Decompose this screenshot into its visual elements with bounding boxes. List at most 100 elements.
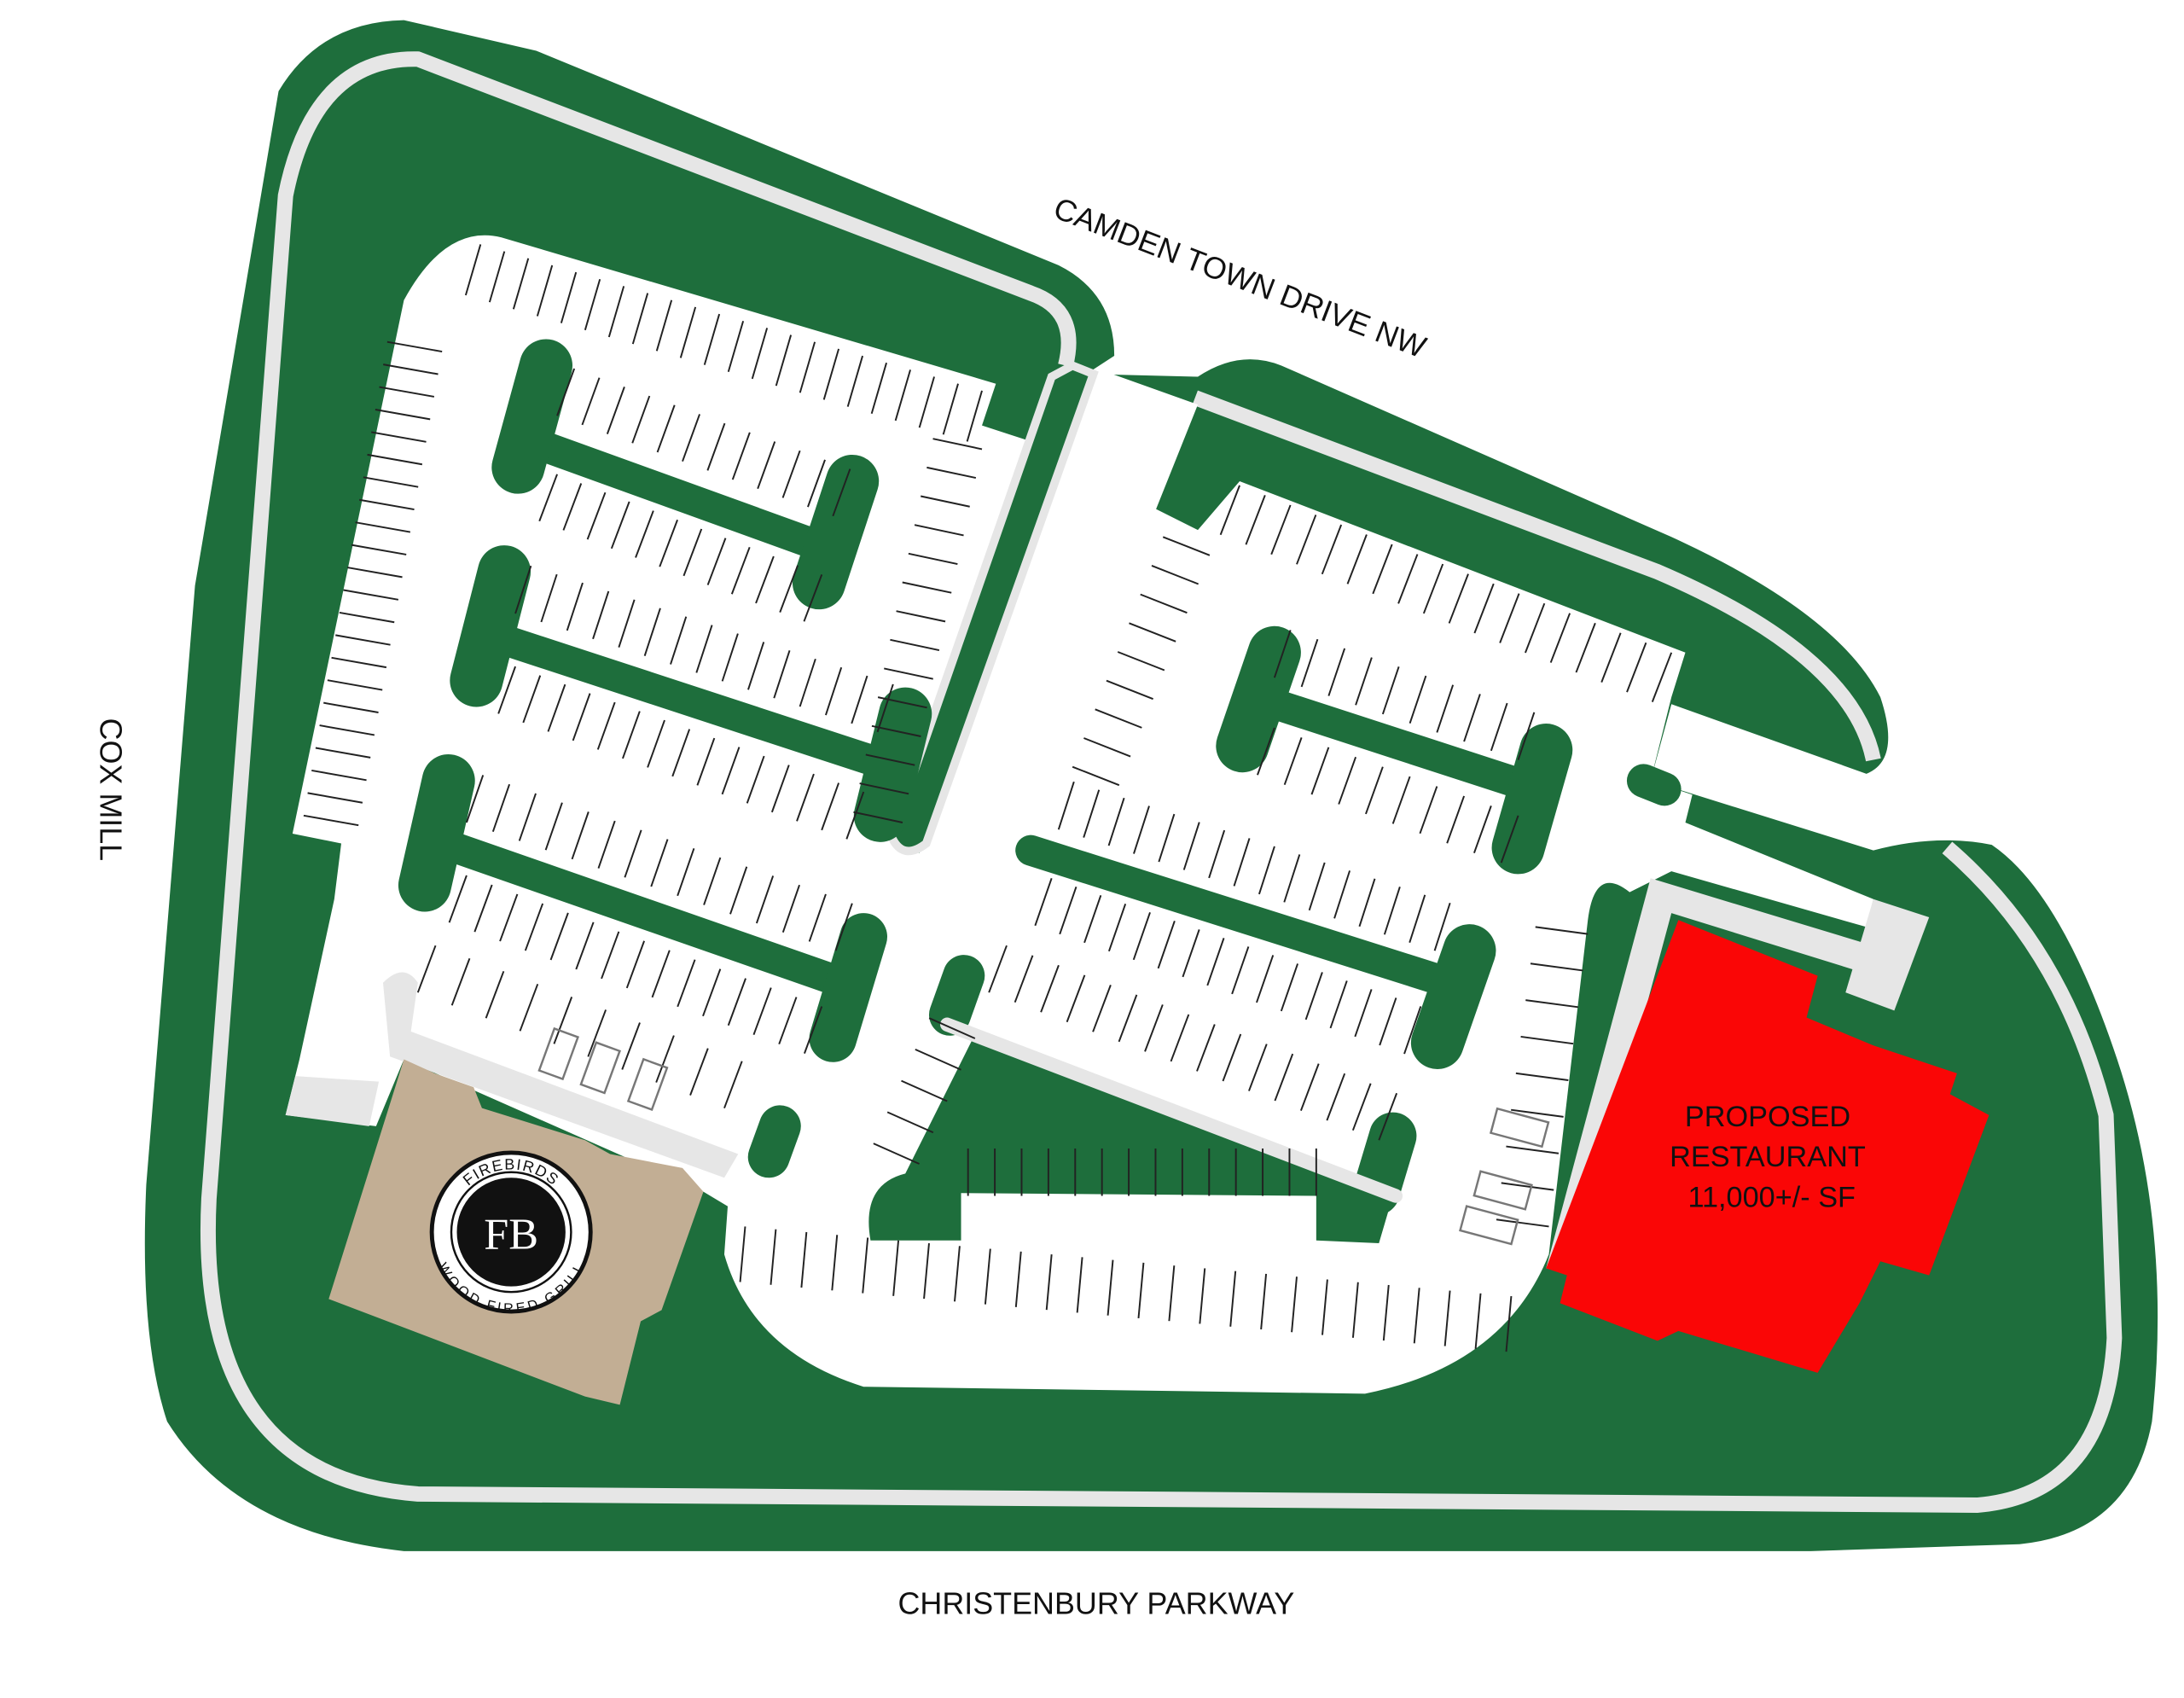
parking-stripe bbox=[562, 483, 583, 531]
parking-stripe bbox=[1258, 846, 1275, 895]
parking-stripe bbox=[928, 1017, 976, 1039]
parking-stripe bbox=[1496, 1218, 1549, 1228]
parking-stripe bbox=[1095, 708, 1142, 729]
proposed-restaurant-building[interactable] bbox=[1546, 920, 1989, 1373]
parking-stripe bbox=[1506, 1145, 1560, 1154]
parking-stripe bbox=[584, 278, 601, 331]
parking-stripe bbox=[730, 546, 751, 595]
parking-stripe bbox=[650, 839, 669, 887]
parking-stripe bbox=[832, 468, 851, 517]
parking-stripe bbox=[1381, 666, 1400, 715]
parking-stripe bbox=[831, 1235, 839, 1291]
parking-stripe bbox=[942, 383, 959, 435]
parking-stripe bbox=[757, 441, 776, 490]
parking-stripe bbox=[1083, 789, 1101, 838]
parking-stripe bbox=[1321, 524, 1343, 575]
parking-stripe bbox=[1144, 1004, 1164, 1052]
firebirds-sidewalk bbox=[382, 972, 739, 1178]
parking-stripe bbox=[695, 625, 713, 673]
parking-stripe bbox=[1358, 878, 1376, 928]
parking-stripe bbox=[514, 565, 532, 614]
parking-stripe bbox=[596, 701, 616, 750]
parking-stripe bbox=[1520, 1035, 1574, 1045]
parking-stripe bbox=[1231, 946, 1250, 995]
parking-stripe bbox=[621, 1022, 641, 1070]
parking-stripe bbox=[923, 1242, 930, 1300]
parking-stripe bbox=[918, 376, 935, 428]
parking-stripe bbox=[622, 711, 641, 759]
parking-pavement bbox=[285, 235, 1873, 1394]
parking-stripe bbox=[1208, 829, 1226, 879]
parking-stripe bbox=[540, 573, 558, 623]
parking-stripe bbox=[1535, 926, 1589, 935]
parking-stripe bbox=[1463, 694, 1481, 742]
parking-stripe bbox=[1382, 1284, 1390, 1341]
parking-stripe bbox=[706, 422, 726, 471]
parking-stripe bbox=[1473, 805, 1492, 854]
parking-stripe bbox=[1196, 1024, 1216, 1072]
parking-stripe bbox=[1515, 1072, 1569, 1081]
accessible-stalls bbox=[537, 1026, 1550, 1246]
parking-stripe bbox=[800, 1231, 808, 1288]
parking-stripe bbox=[635, 510, 654, 558]
parking-stripe bbox=[908, 552, 958, 566]
parking-stripe bbox=[1413, 1288, 1420, 1344]
parking-stripe bbox=[1473, 583, 1495, 634]
parking-stripe bbox=[488, 251, 506, 303]
parking-stripe bbox=[1505, 1295, 1513, 1352]
parking-stripe bbox=[1170, 1014, 1190, 1062]
parking-stripe bbox=[1057, 781, 1075, 830]
parking-stripe bbox=[1283, 737, 1303, 786]
parking-stripe bbox=[1014, 1251, 1022, 1307]
parking-stripe bbox=[1299, 1063, 1320, 1111]
east-sidewalk bbox=[1546, 878, 1881, 1276]
parking-stripe bbox=[1182, 929, 1200, 978]
parking-stripe bbox=[1291, 1276, 1298, 1333]
parking-stripe bbox=[1329, 980, 1348, 1029]
parking-stripe bbox=[1436, 684, 1455, 733]
parking-stripe bbox=[808, 893, 827, 942]
parking-stripe bbox=[466, 775, 485, 823]
parking-stripe bbox=[988, 945, 1008, 993]
parking-stripe bbox=[386, 340, 443, 353]
parking-stripe bbox=[1409, 894, 1426, 944]
parking-stripe bbox=[677, 847, 695, 897]
parking-stripe bbox=[851, 675, 868, 724]
parking-stripe bbox=[416, 945, 437, 993]
parking-stripe bbox=[1575, 622, 1596, 673]
parking-stripe bbox=[1351, 1083, 1372, 1131]
parking-stripe bbox=[778, 997, 798, 1045]
parking-stripe bbox=[575, 922, 595, 970]
parking-stripe bbox=[1365, 766, 1384, 815]
parking-stripe bbox=[706, 538, 727, 585]
proposed-restaurant-label: PROPOSED RESTAURANT 11,000+/- SF bbox=[1670, 1101, 1873, 1214]
parking-stripe bbox=[703, 313, 721, 365]
parking-stripe bbox=[1256, 955, 1275, 1003]
parking-stripe bbox=[448, 875, 468, 923]
parking-stripe bbox=[1433, 902, 1451, 951]
parking-stripe bbox=[821, 782, 840, 831]
parking-stripe bbox=[1626, 642, 1647, 693]
street-label-cox-mill: COX MILL bbox=[94, 718, 129, 862]
parking-stripe bbox=[921, 495, 970, 508]
parking-stripe bbox=[770, 1229, 777, 1285]
parking-stripe bbox=[311, 769, 367, 782]
parking-stripe bbox=[1233, 838, 1251, 887]
parking-stripe bbox=[606, 387, 625, 434]
parking-stripe bbox=[1117, 651, 1165, 672]
parking-stripe bbox=[865, 753, 915, 766]
parking-stripe bbox=[464, 244, 482, 296]
parking-stripe bbox=[383, 363, 439, 375]
parking-stripe bbox=[845, 791, 865, 840]
parking-stripe bbox=[303, 814, 359, 827]
parking-stripe bbox=[1034, 877, 1053, 927]
parking-stripe bbox=[335, 634, 391, 646]
parking-stripe bbox=[1076, 1257, 1083, 1313]
west-patio bbox=[285, 1076, 380, 1126]
parking-stripe bbox=[1158, 813, 1176, 863]
parking-stripe bbox=[1448, 573, 1469, 624]
street-label-christenbury-parkway: CHRISTENBURY PARKWAY bbox=[897, 1585, 1294, 1620]
parking-stripe bbox=[1118, 994, 1138, 1043]
parking-stripe bbox=[896, 610, 946, 623]
parking-stripe bbox=[873, 1143, 920, 1165]
